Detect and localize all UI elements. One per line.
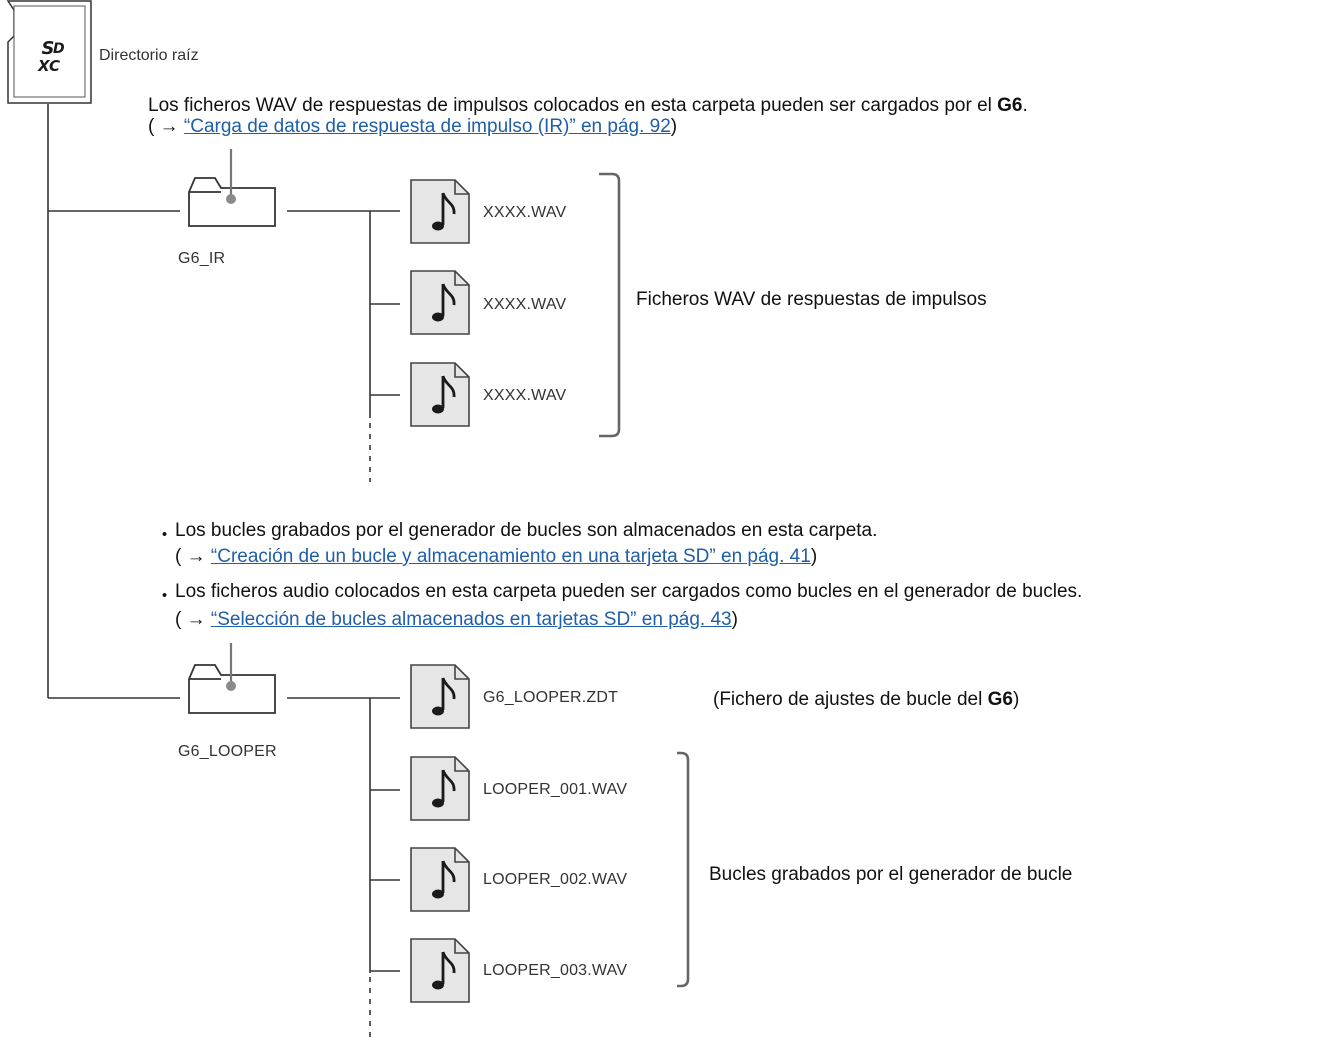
device-name: G6 <box>997 95 1023 116</box>
svg-text:XC: XC <box>37 57 60 75</box>
tree-lines <box>47 104 400 1040</box>
looper-reference-link-2[interactable]: “Selección de bucles almacenados en tarj… <box>210 609 732 630</box>
wav-file-icon <box>409 937 471 1004</box>
looper-reference-link-1[interactable]: “Creación de un bucle y almacenamiento e… <box>210 546 811 567</box>
device-name: G6 <box>987 689 1013 710</box>
ir-reference-link[interactable]: “Carga de datos de respuesta de impulso … <box>183 116 671 137</box>
ir-folder-description: Los ficheros WAV de respuestas de impuls… <box>148 95 1028 116</box>
looper-bullet-1: ・Los bucles grabados por el generador de… <box>155 520 878 546</box>
looper-reference-1: ( → “Creación de un bucle y almacenamien… <box>175 546 818 567</box>
ir-files-bracket <box>599 172 621 438</box>
svg-text:D: D <box>53 41 65 57</box>
settings-file-note: (Fichero de ajustes de bucle del G6) <box>713 689 1020 710</box>
wav-file-icon <box>409 361 471 428</box>
pointer-g6-ir <box>226 149 236 204</box>
wav-file-icon <box>409 269 471 336</box>
svg-text:S: S <box>42 38 55 59</box>
looper-bullet-2: ・Los ficheros audio colocados en esta ca… <box>155 581 1083 607</box>
looper-files-label: Bucles grabados por el generador de bucl… <box>709 864 1073 885</box>
folder-name-g6-looper: G6_LOOPER <box>178 743 277 760</box>
looper-file-name: LOOPER_001.WAV <box>483 781 628 798</box>
ir-file-name: XXXX.WAV <box>483 296 567 313</box>
zdt-file-icon <box>409 663 471 730</box>
wav-file-icon <box>409 846 471 913</box>
looper-reference-2: ( → “Selección de bucles almacenados en … <box>175 609 738 630</box>
looper-file-name: LOOPER_002.WAV <box>483 871 628 888</box>
wav-file-icon <box>409 755 471 822</box>
ir-files-label: Ficheros WAV de respuestas de impulsos <box>636 289 987 310</box>
root-directory-label: Directorio raíz <box>99 47 199 64</box>
sdxc-card-icon: S D XC <box>6 0 92 104</box>
wav-file-icon <box>409 178 471 245</box>
ir-file-name: XXXX.WAV <box>483 387 567 404</box>
pointer-g6-looper <box>226 643 236 691</box>
folder-name-g6-ir: G6_IR <box>178 250 226 267</box>
ir-reference: ( → “Carga de datos de respuesta de impu… <box>148 116 678 137</box>
looper-files-bracket <box>677 751 690 988</box>
settings-file-name: G6_LOOPER.ZDT <box>483 689 619 706</box>
ir-file-name: XXXX.WAV <box>483 204 567 221</box>
looper-file-name: LOOPER_003.WAV <box>483 962 628 979</box>
